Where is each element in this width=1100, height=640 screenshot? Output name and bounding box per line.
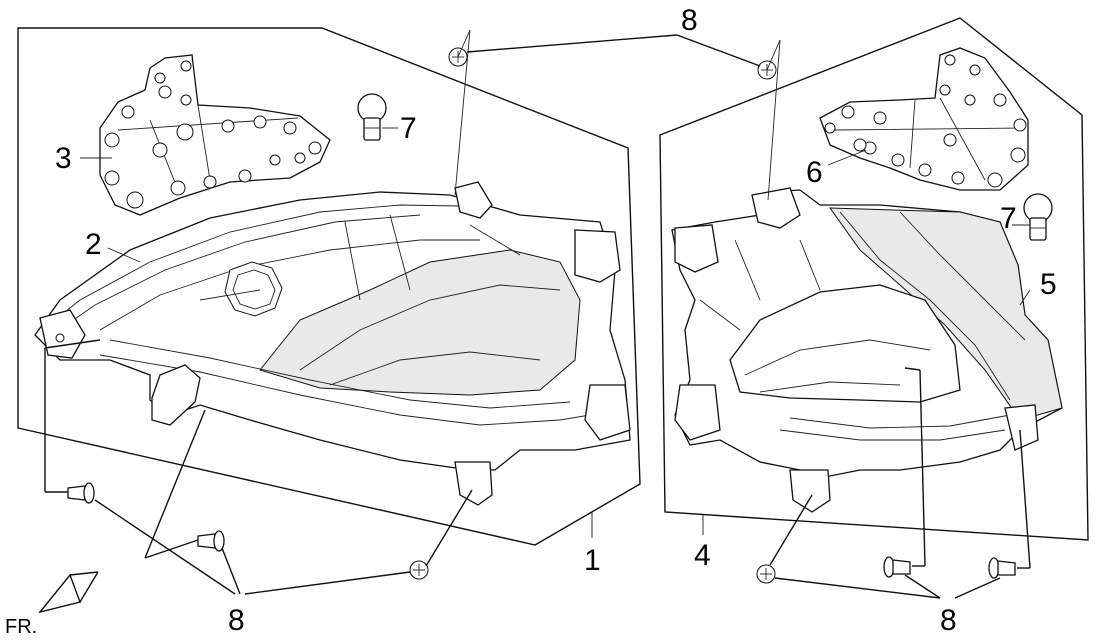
callout-left-socket-board: 3 bbox=[55, 142, 72, 175]
callout-right-lens: 5 bbox=[1040, 268, 1057, 301]
left-socket-board bbox=[99, 54, 331, 216]
callout-right-socket-board: 6 bbox=[806, 156, 823, 189]
callout-screw-top: 8 bbox=[681, 4, 698, 37]
callout-left-assembly: 1 bbox=[584, 544, 601, 577]
front-label: FR. bbox=[5, 616, 37, 638]
callout-bulb-right: 7 bbox=[1000, 202, 1017, 235]
screw-bottom-right-1 bbox=[756, 564, 776, 584]
callout-left-lens: 2 bbox=[85, 228, 102, 261]
screw-bottom-right-2 bbox=[883, 556, 911, 578]
right-headlight-housing bbox=[671, 187, 1063, 513]
right-socket-board bbox=[819, 47, 1029, 191]
screw-bottom-left-3 bbox=[409, 560, 429, 580]
front-orientation-arrow: FR. bbox=[5, 571, 99, 638]
right-assembly-outline bbox=[659, 17, 1089, 541]
left-headlight-housing bbox=[34, 181, 631, 506]
right-bulb bbox=[1012, 193, 1053, 241]
callout-screw-bottom-right: 8 bbox=[940, 604, 957, 637]
screw-bottom-left-2 bbox=[197, 530, 225, 552]
screw-bottom-right-3 bbox=[988, 557, 1016, 579]
callout-right-assembly: 4 bbox=[694, 539, 711, 572]
left-bulb bbox=[357, 93, 398, 141]
screw-bottom-left-1 bbox=[67, 482, 95, 504]
left-assembly-outline bbox=[17, 27, 641, 546]
callout-screw-bottom-left: 8 bbox=[228, 604, 245, 637]
callout-bulb-left: 7 bbox=[400, 112, 417, 145]
leader-lines bbox=[44, 29, 1031, 599]
